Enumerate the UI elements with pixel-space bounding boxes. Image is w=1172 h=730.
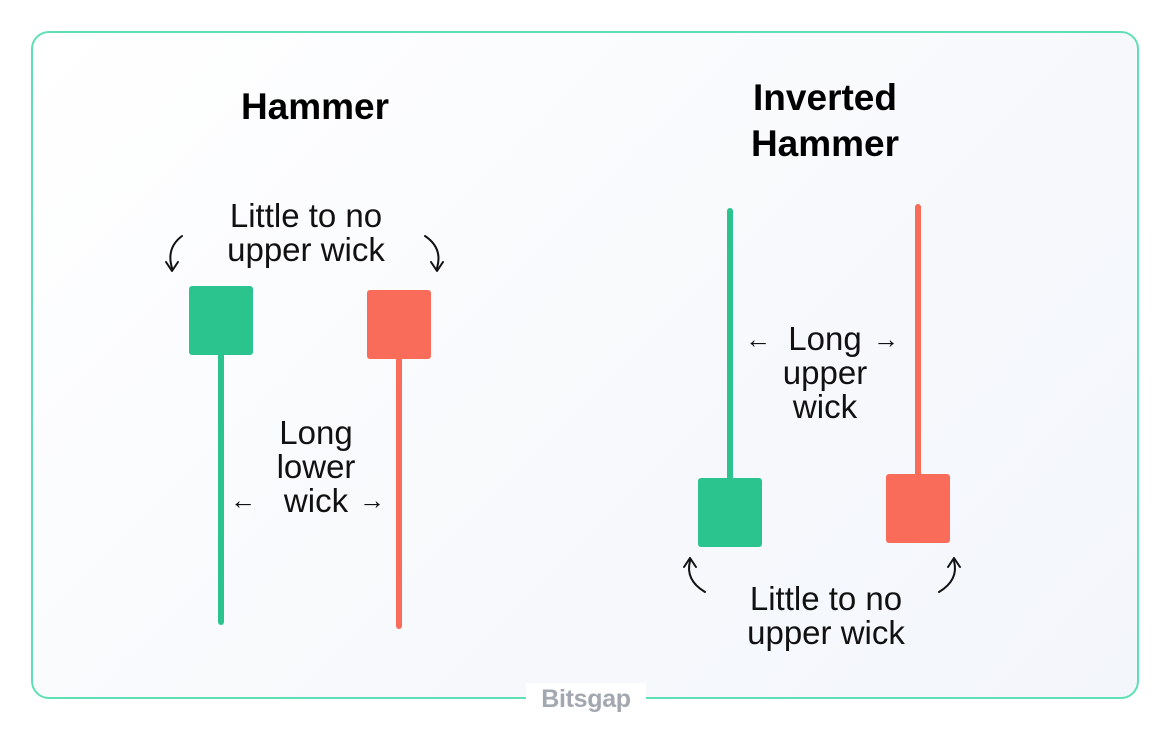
inverted-bullish-candle [698,208,762,547]
hammer-wick-label: Long lower wick [276,414,356,519]
hammer-top-label: Little to no upper wick [227,197,385,268]
left-arrow-icon: ← [745,324,771,354]
inverted-hammer-title: Inverted Hammer [750,77,900,164]
curved-arrow-icon [938,557,961,593]
hammer-bullish-candle [189,286,253,625]
inverted-bearish-candle [886,204,950,543]
inverted-bottom-label: Little to no upper wick [747,580,905,651]
brand-logo: Bitsgap [526,683,646,715]
curved-arrow-icon [165,235,183,272]
right-arrow-icon: → [359,485,385,515]
hammer-bearish-candle [367,290,431,629]
candle-body [189,286,253,355]
candle-body [367,290,431,359]
hammer-title: Hammer [240,86,390,127]
inverted-wick-label: Long upper wick [782,320,868,425]
candle-body [698,478,762,547]
curved-arrow-icon [683,557,706,593]
diagram-frame [31,31,1139,699]
right-arrow-icon: → [873,324,899,354]
candle-body [886,474,950,543]
curved-arrow-icon [424,235,444,272]
left-arrow-icon: ← [230,485,256,515]
